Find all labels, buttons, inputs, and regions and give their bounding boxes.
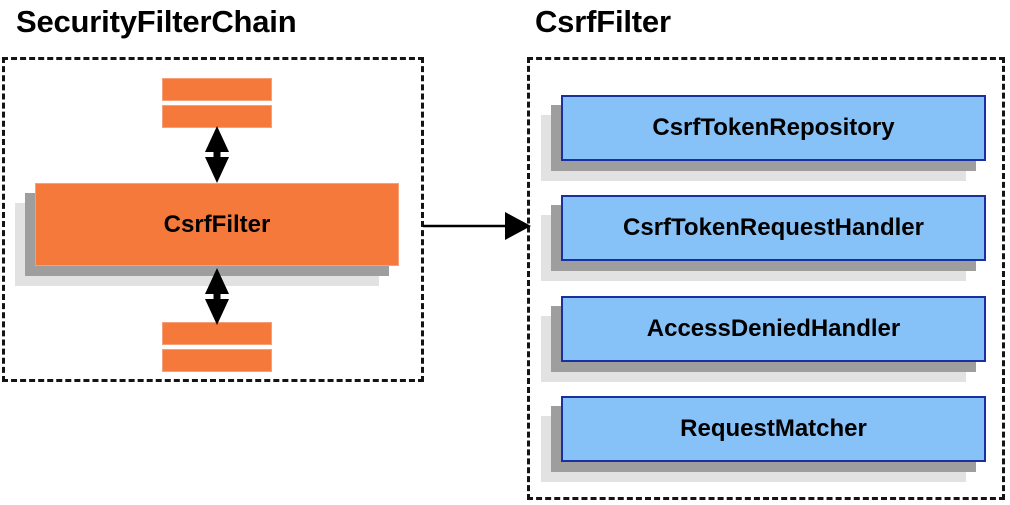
component-csrftokenrepository[interactable]: CsrfTokenRepository <box>541 95 986 181</box>
component-csrffilter[interactable]: CsrfFilter <box>15 183 399 286</box>
panel-title-securityfilterchain: SecurityFilterChain <box>16 4 297 39</box>
component-requestmatcher[interactable]: RequestMatcher <box>541 396 986 482</box>
card-face: CsrfTokenRequestHandler <box>561 195 986 261</box>
group-securityfilterchain <box>2 57 424 382</box>
card-face: CsrfTokenRepository <box>561 95 986 161</box>
component-accessdeniedhandler[interactable]: AccessDeniedHandler <box>541 296 986 382</box>
card-face: RequestMatcher <box>561 396 986 462</box>
filter-strip-above-2 <box>162 105 272 128</box>
filter-strip-below-2 <box>162 349 272 372</box>
panel-title-csrffilter: CsrfFilter <box>535 4 671 39</box>
card-face: CsrfFilter <box>35 183 399 266</box>
component-label: CsrfFilter <box>163 210 271 238</box>
filter-strip-above-1 <box>162 78 272 101</box>
card-face: AccessDeniedHandler <box>561 296 986 362</box>
filter-strip-below-1 <box>162 322 272 345</box>
component-label: RequestMatcher <box>680 415 867 442</box>
arrow-left-to-right-icon <box>423 212 531 240</box>
component-label: AccessDeniedHandler <box>646 315 901 342</box>
group-csrffilter <box>527 57 1005 500</box>
component-csrftokenrequesthandler[interactable]: CsrfTokenRequestHandler <box>541 195 986 281</box>
component-label: CsrfTokenRequestHandler <box>623 214 924 241</box>
component-label: CsrfTokenRepository <box>652 114 895 141</box>
